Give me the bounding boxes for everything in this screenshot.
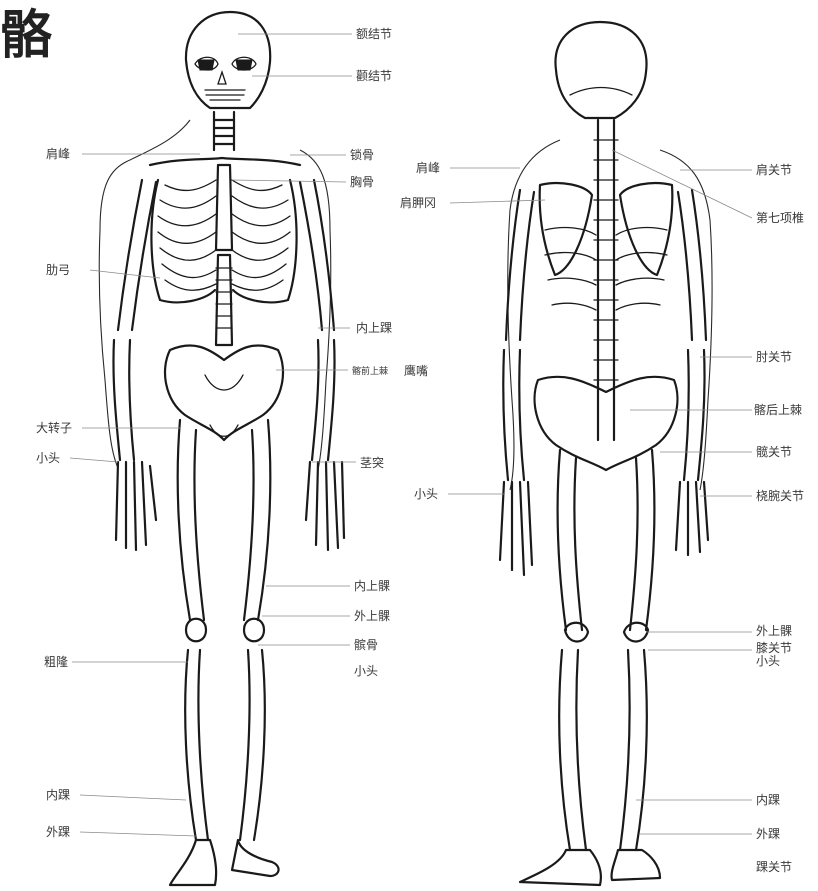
- label-sternum: 胸骨: [350, 175, 374, 189]
- label-small-head-front-left: 小头: [36, 451, 60, 465]
- front-skeleton: [99, 12, 344, 885]
- label-tuberosity: 粗隆: [44, 655, 68, 669]
- label-asis: 髂前上棘: [352, 365, 388, 379]
- label-scapular-spine: 肩胛冈: [400, 196, 436, 210]
- label-small-head-back: 小头: [414, 487, 438, 501]
- label-lateral-femoral-epicondyle: 外上髁: [354, 609, 390, 623]
- label-medial-epicondyle-humerus: 内上踝: [356, 321, 392, 335]
- label-knee-joint: 膝关节: [756, 641, 792, 655]
- front-pelvis: [165, 345, 283, 440]
- back-skull: [555, 22, 646, 118]
- label-medial-malleolus-back: 内踝: [756, 793, 780, 807]
- front-body-outline: [99, 120, 331, 470]
- label-psis: 髂后上棘: [754, 403, 802, 417]
- back-pelvis: [535, 377, 678, 470]
- back-skeleton: [500, 22, 712, 885]
- label-clavicle: 锁骨: [350, 148, 374, 162]
- label-shoulder-peak: 肩峰: [46, 147, 70, 161]
- label-lateral-epicondyle-back: 外上髁: [756, 624, 792, 638]
- label-medial-malleolus-front: 内踝: [46, 788, 70, 802]
- label-lateral-malleolus-back: 外踝: [756, 827, 780, 841]
- label-patella: 髌骨: [354, 638, 378, 652]
- back-scapula: [540, 183, 673, 275]
- label-fibula-head-front: 小头: [354, 664, 378, 678]
- front-right-hand: [306, 462, 344, 550]
- label-medial-femoral-epicondyle: 内上髁: [354, 579, 390, 593]
- label-styloid: 茎突: [360, 456, 384, 470]
- label-radiocarpal-joint: 桡腕关节: [756, 489, 804, 503]
- label-elbow-joint: 肘关节: [756, 350, 792, 364]
- label-parietal-eminence: 颧结节: [356, 69, 392, 83]
- label-frontal-eminence: 额结节: [356, 27, 392, 41]
- front-feet: [170, 840, 279, 885]
- front-left-hand: [116, 462, 156, 550]
- label-lateral-malleolus-front: 外踝: [46, 825, 70, 839]
- leader-lines: [70, 34, 752, 836]
- label-greater-trochanter: 大转子: [36, 421, 72, 435]
- label-costal-arch: 肋弓: [46, 263, 70, 277]
- label-olecranon: 鹰嘴: [404, 364, 428, 378]
- label-fibula-head-back: 小头: [756, 654, 780, 668]
- front-patella: [186, 619, 264, 642]
- label-hip-joint: 髋关节: [756, 445, 792, 459]
- back-feet: [520, 850, 660, 885]
- label-shoulder-joint: 肩关节: [756, 163, 792, 177]
- label-acromion-back: 肩峰: [416, 161, 440, 175]
- label-c7: 第七项椎: [756, 211, 804, 225]
- label-ankle-joint: 踝关节: [756, 860, 792, 874]
